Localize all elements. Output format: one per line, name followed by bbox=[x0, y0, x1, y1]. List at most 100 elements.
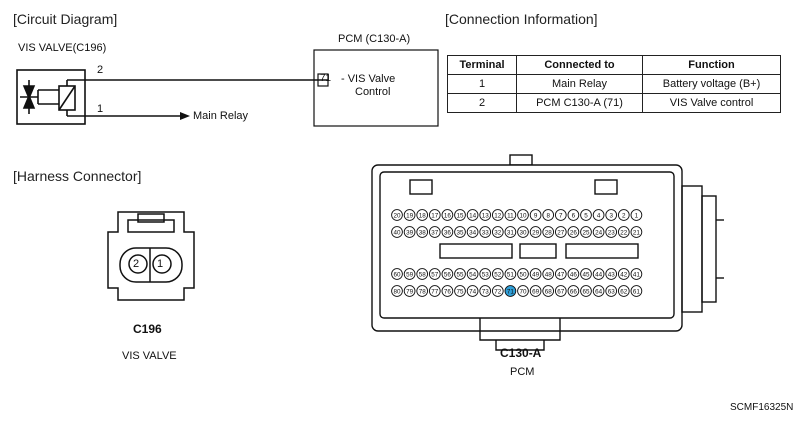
pin-label-79: 79 bbox=[406, 288, 414, 295]
pin-56 bbox=[441, 268, 454, 280]
c196-pin-2: 2 bbox=[133, 258, 140, 270]
pin-label-20: 20 bbox=[393, 212, 401, 219]
pin-63 bbox=[605, 285, 618, 297]
pin-label-65: 65 bbox=[582, 288, 590, 295]
pin-15 bbox=[454, 209, 466, 221]
pin-label-33: 33 bbox=[482, 229, 490, 236]
pin-4 bbox=[592, 209, 605, 221]
pin-label-43: 43 bbox=[608, 271, 616, 278]
pin-label-9: 9 bbox=[534, 212, 538, 219]
pin-label-47: 47 bbox=[557, 271, 565, 278]
pin-80 bbox=[391, 285, 403, 297]
pin-label-4: 4 bbox=[597, 212, 601, 219]
pin-35 bbox=[454, 226, 466, 238]
pin-17 bbox=[428, 209, 441, 221]
wiring bbox=[67, 79, 328, 117]
pin-label-74: 74 bbox=[469, 288, 477, 295]
table-cell: PCM C130-A (71) bbox=[516, 93, 643, 113]
pin-26 bbox=[567, 226, 580, 238]
pin-label-46: 46 bbox=[570, 271, 578, 278]
pin-label-1: 1 bbox=[635, 212, 639, 219]
pin-label-55: 55 bbox=[456, 271, 464, 278]
pin-12 bbox=[491, 209, 504, 221]
pcm-label: PCM (C130-A) bbox=[338, 33, 411, 45]
pcm-box bbox=[313, 49, 439, 127]
pin-label-10: 10 bbox=[519, 212, 527, 219]
pin-label-78: 78 bbox=[419, 288, 427, 295]
pin-label-15: 15 bbox=[456, 212, 464, 219]
pin-label-76: 76 bbox=[444, 288, 452, 295]
pin-69 bbox=[529, 285, 542, 297]
pin-label-25: 25 bbox=[582, 229, 590, 236]
pin-label-51: 51 bbox=[507, 271, 515, 278]
pin-label-57: 57 bbox=[431, 271, 439, 278]
pin-71 bbox=[504, 285, 517, 297]
pin-13 bbox=[479, 209, 492, 221]
pin-38 bbox=[416, 226, 429, 238]
pin-1 bbox=[630, 209, 643, 221]
pin-9 bbox=[529, 209, 542, 221]
c196-pin-1: 1 bbox=[157, 258, 164, 270]
pin-label-18: 18 bbox=[419, 212, 427, 219]
pin-8 bbox=[542, 209, 555, 221]
pin-label-29: 29 bbox=[532, 229, 540, 236]
pin-44 bbox=[592, 268, 605, 280]
pin-label-68: 68 bbox=[545, 288, 553, 295]
circuit-diagram-heading: [Circuit Diagram] bbox=[13, 11, 118, 27]
pin-20 bbox=[391, 209, 403, 221]
pin-49 bbox=[529, 268, 542, 280]
pin-label-53: 53 bbox=[482, 271, 490, 278]
connection-table: Terminal Connected to Function 1 Main Re… bbox=[447, 55, 781, 113]
pin-label-2: 2 bbox=[622, 212, 626, 219]
table-header-row: Terminal Connected to Function bbox=[447, 55, 781, 75]
pin-label-75: 75 bbox=[456, 288, 464, 295]
pin-79 bbox=[403, 285, 416, 297]
pin-14 bbox=[466, 209, 479, 221]
pin-70 bbox=[517, 285, 529, 297]
pin-label-77: 77 bbox=[431, 288, 439, 295]
table-row: 2 PCM C130-A (71) VIS Valve control bbox=[447, 93, 781, 113]
pin-64 bbox=[592, 285, 605, 297]
pin-30 bbox=[517, 226, 529, 238]
pin-label-36: 36 bbox=[444, 229, 452, 236]
pin-55 bbox=[454, 268, 466, 280]
pin-27 bbox=[554, 226, 567, 238]
pin-label-44: 44 bbox=[595, 271, 603, 278]
pin-18 bbox=[416, 209, 429, 221]
pin-21 bbox=[630, 226, 643, 238]
pin-57 bbox=[428, 268, 441, 280]
pin-label-34: 34 bbox=[469, 229, 477, 236]
pin-23 bbox=[605, 226, 618, 238]
pin-label-42: 42 bbox=[620, 271, 628, 278]
pin-label-61: 61 bbox=[633, 288, 641, 295]
pin-label-56: 56 bbox=[444, 271, 452, 278]
figure-code: SCMF16325N bbox=[730, 402, 794, 413]
pin-77 bbox=[428, 285, 441, 297]
c130a-desc: PCM bbox=[510, 366, 535, 378]
pin-7 bbox=[554, 209, 567, 221]
c196-desc: VIS VALVE bbox=[122, 350, 177, 362]
pin-36 bbox=[441, 226, 454, 238]
pin-16 bbox=[441, 209, 454, 221]
pin-label-7: 7 bbox=[559, 212, 563, 219]
pin-label-35: 35 bbox=[456, 229, 464, 236]
table-cell: 2 bbox=[447, 93, 517, 113]
pin-22 bbox=[617, 226, 630, 238]
vis-valve-symbol bbox=[16, 69, 86, 125]
pin-67 bbox=[554, 285, 567, 297]
pin-label-5: 5 bbox=[584, 212, 588, 219]
pin-46 bbox=[567, 268, 580, 280]
table-cell: Main Relay bbox=[516, 74, 643, 94]
pin-10 bbox=[517, 209, 529, 221]
pin-31 bbox=[504, 226, 517, 238]
pin-label-73: 73 bbox=[482, 288, 490, 295]
pin-label-26: 26 bbox=[570, 229, 578, 236]
pin-label-58: 58 bbox=[419, 271, 427, 278]
pin-label-22: 22 bbox=[620, 229, 628, 236]
c196-connector bbox=[107, 211, 195, 301]
pin-74 bbox=[466, 285, 479, 297]
pin-label-59: 59 bbox=[406, 271, 414, 278]
pin-29 bbox=[529, 226, 542, 238]
pin-37 bbox=[428, 226, 441, 238]
pin-47 bbox=[554, 268, 567, 280]
